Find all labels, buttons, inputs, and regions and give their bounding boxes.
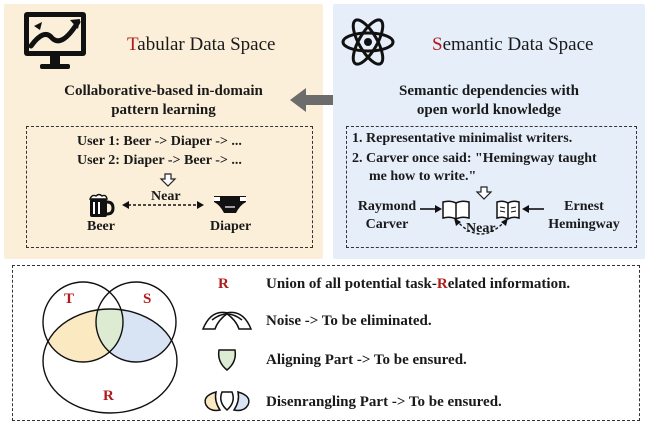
arrow-to-left-book: [420, 205, 442, 213]
semantic-point-1: 1. Representative minimalist writers.: [352, 131, 573, 146]
monitor-chart-icon: [24, 12, 86, 69]
user1-sequence: User 1: Beer -> Diaper -> ...: [77, 134, 242, 149]
down-arrow-icon: [475, 186, 493, 200]
venn-circle-s: [95, 281, 177, 363]
legend-r-symbol: R: [218, 276, 229, 292]
tabular-near-label: Near: [151, 189, 181, 204]
tabular-subtitle: Collaborative-based in-domain pattern le…: [64, 83, 263, 118]
book-icon: [496, 200, 520, 220]
author-right-label: Ernest Hemingway: [548, 199, 620, 232]
venn-aligning-region: [96, 309, 123, 362]
tabular-example-box: [26, 126, 313, 248]
venn-label-r: R: [103, 388, 114, 404]
legend-aligning-text: Aligning Part -> To be ensured.: [266, 352, 467, 368]
semantic-panel: [333, 4, 645, 259]
down-arrow-icon: [159, 173, 177, 187]
diaper-label: Diaper: [210, 219, 252, 234]
aligning-icon: [217, 349, 237, 371]
book-icon: [442, 200, 470, 220]
venn-circle-t: [42, 281, 124, 363]
near-dashed-arrow: [122, 201, 204, 209]
legend-noise-text: Noise -> To be eliminated.: [266, 313, 432, 329]
diaper-icon: [214, 196, 246, 213]
double-arrow-icon: [290, 88, 358, 112]
legend-box: [12, 265, 640, 421]
atom-icon: [341, 18, 395, 66]
semantic-subtitle: Semantic dependencies with open world kn…: [399, 83, 579, 118]
user2-sequence: User 2: Diaper -> Beer -> ...: [77, 153, 242, 168]
author-left-label: Raymond Carver: [357, 199, 417, 232]
venn-label-t: T: [64, 291, 75, 307]
noise-icon: [201, 311, 253, 330]
beer-label: Beer: [87, 219, 115, 234]
semantic-near-label: Near: [466, 221, 496, 236]
semantic-title: Semantic Data Space: [432, 34, 594, 55]
beer-mug-icon: [88, 193, 115, 217]
semantic-example-box: [346, 126, 637, 248]
arrow-to-right-book: [522, 205, 544, 213]
near-curved-arrow: [454, 218, 508, 235]
disentangling-icon: [204, 390, 250, 412]
semantic-point-2: 2. Carver once said: "Hemingway taught m…: [352, 151, 597, 184]
legend-r-description: Union of all potential task-Related info…: [266, 276, 571, 292]
legend-disentangling-text: Disenrangling Part -> To be ensured.: [266, 394, 502, 410]
tabular-title: Tabular Data Space: [127, 34, 276, 55]
venn-label-s: S: [143, 291, 152, 307]
venn-ellipse-r: [42, 308, 178, 414]
